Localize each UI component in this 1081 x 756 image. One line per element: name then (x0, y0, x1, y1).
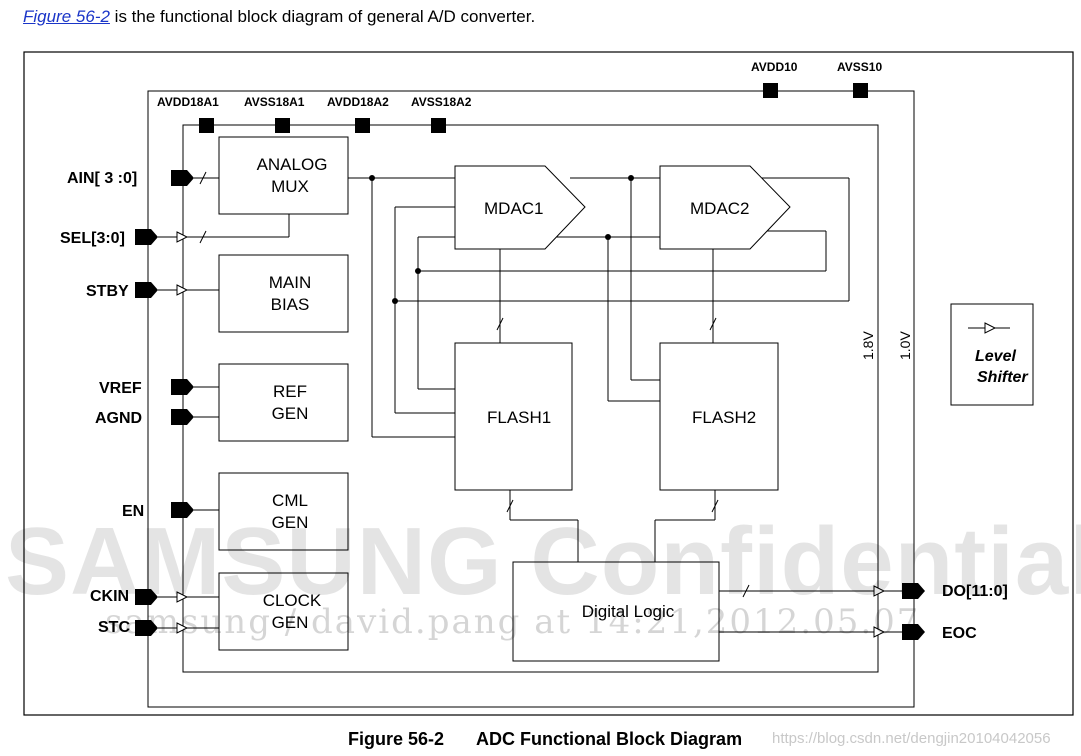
agnd-pin-label: AGND (95, 410, 142, 427)
ckin-pin-label: CKIN (90, 588, 129, 605)
flash2-label: FLASH2 (692, 408, 756, 427)
junction-dot (628, 175, 634, 181)
main-bias-label-2: BIAS (271, 295, 310, 314)
do-pin-label: DO[11:0] (942, 583, 1008, 600)
ain-pin-label: AIN[ 3 :0] (67, 170, 137, 187)
figure-link[interactable]: Figure 56-2 (23, 7, 110, 26)
flash1-block (454, 342, 573, 491)
sel-pin-label: SEL[3:0] (60, 230, 125, 247)
legend-label-2: Shifter (977, 369, 1028, 386)
avdd18a1-pad (199, 118, 214, 133)
eoc-level-shifter (873, 626, 885, 638)
eoc-pin-connector (902, 624, 925, 640)
vref-pin-connector (171, 379, 194, 395)
analog-mux-label-1: ANALOG (257, 155, 328, 174)
junction-dot (369, 175, 375, 181)
avss18a1-pad (275, 118, 290, 133)
eoc-pin-label: EOC (942, 625, 977, 642)
avdd10-label: AVDD10 (751, 60, 798, 74)
legend-label-1: Level (975, 348, 1016, 365)
intro-text: is the functional block diagram of gener… (109, 7, 536, 26)
junction-dot (415, 268, 421, 274)
clock-gen-label-2: GEN (272, 613, 309, 632)
agnd-pin-connector (171, 409, 194, 425)
flash1-label: FLASH1 (487, 408, 551, 427)
figure-caption: Figure 56-2 ADC Functional Block Diagram (348, 729, 742, 750)
avdd18a1-label: AVDD18A1 (157, 95, 219, 109)
analog-mux-block (218, 136, 349, 215)
do-level-shifter (873, 585, 885, 597)
flash2-block (659, 342, 779, 491)
junction-dot (605, 234, 611, 240)
mdac2-block (659, 165, 791, 250)
do-pin-connector (902, 583, 925, 599)
avss18a1-label: AVSS18A1 (244, 95, 305, 109)
avss10-label: AVSS10 (837, 60, 882, 74)
analog-mux-label-2: MUX (271, 177, 309, 196)
csdn-watermark: https://blog.csdn.net/dengjin20104042056 (772, 730, 1051, 747)
caption-number: Figure 56-2 (348, 729, 445, 749)
domain-1v8-boundary (182, 124, 879, 673)
en-pin-connector (171, 502, 194, 518)
junction-dot (392, 298, 398, 304)
ain-pin-connector (171, 170, 194, 186)
digital-logic-label: Digital Logic (582, 602, 675, 621)
mdac2-label: MDAC2 (690, 199, 750, 218)
stc-pin-connector (135, 620, 158, 636)
ckin-level-shifter (176, 591, 188, 603)
vref-pin-label: VREF (99, 380, 142, 397)
outer-frame (23, 51, 1074, 716)
stc-level-shifter (176, 622, 188, 634)
mdac1-label: MDAC1 (484, 199, 544, 218)
clock-gen-label-1: CLOCK (263, 591, 322, 610)
main-bias-block (218, 254, 349, 333)
ref-gen-block (218, 363, 349, 442)
sel-pin-connector (135, 229, 158, 245)
domain-1v0-label: 1.0V (897, 331, 913, 360)
domain-1v8-label: 1.8V (860, 331, 876, 360)
core-wires (348, 177, 902, 633)
clock-gen-block (218, 572, 349, 651)
sel-level-shifter (176, 231, 188, 243)
avdd10-pad (763, 83, 778, 98)
domain-1v0-boundary (147, 90, 915, 708)
ref-gen-label-2: GEN (272, 404, 309, 423)
level-shifter-legend (950, 303, 1034, 406)
stc-pin-label: STC (98, 619, 130, 636)
stby-pin-label: STBY (86, 283, 129, 300)
avss18a2-pad (431, 118, 446, 133)
avss10-pad (853, 83, 868, 98)
stby-level-shifter (176, 284, 188, 296)
cml-gen-block (218, 472, 349, 551)
cml-gen-label-2: GEN (272, 513, 309, 532)
avdd18a2-pad (355, 118, 370, 133)
intro-sentence: Figure 56-2 is the functional block diag… (23, 7, 535, 27)
caption-title: ADC Functional Block Diagram (476, 729, 743, 749)
digital-logic-block (512, 561, 720, 662)
ckin-pin-connector (135, 589, 158, 605)
avdd18a2-label: AVDD18A2 (327, 95, 389, 109)
mdac1-block (454, 165, 586, 250)
cml-gen-label-1: CML (272, 491, 308, 510)
avss18a2-label: AVSS18A2 (411, 95, 472, 109)
ref-gen-label-1: REF (273, 382, 307, 401)
en-pin-label: EN (122, 503, 144, 520)
main-bias-label-1: MAIN (269, 273, 312, 292)
stby-pin-connector (135, 282, 158, 298)
